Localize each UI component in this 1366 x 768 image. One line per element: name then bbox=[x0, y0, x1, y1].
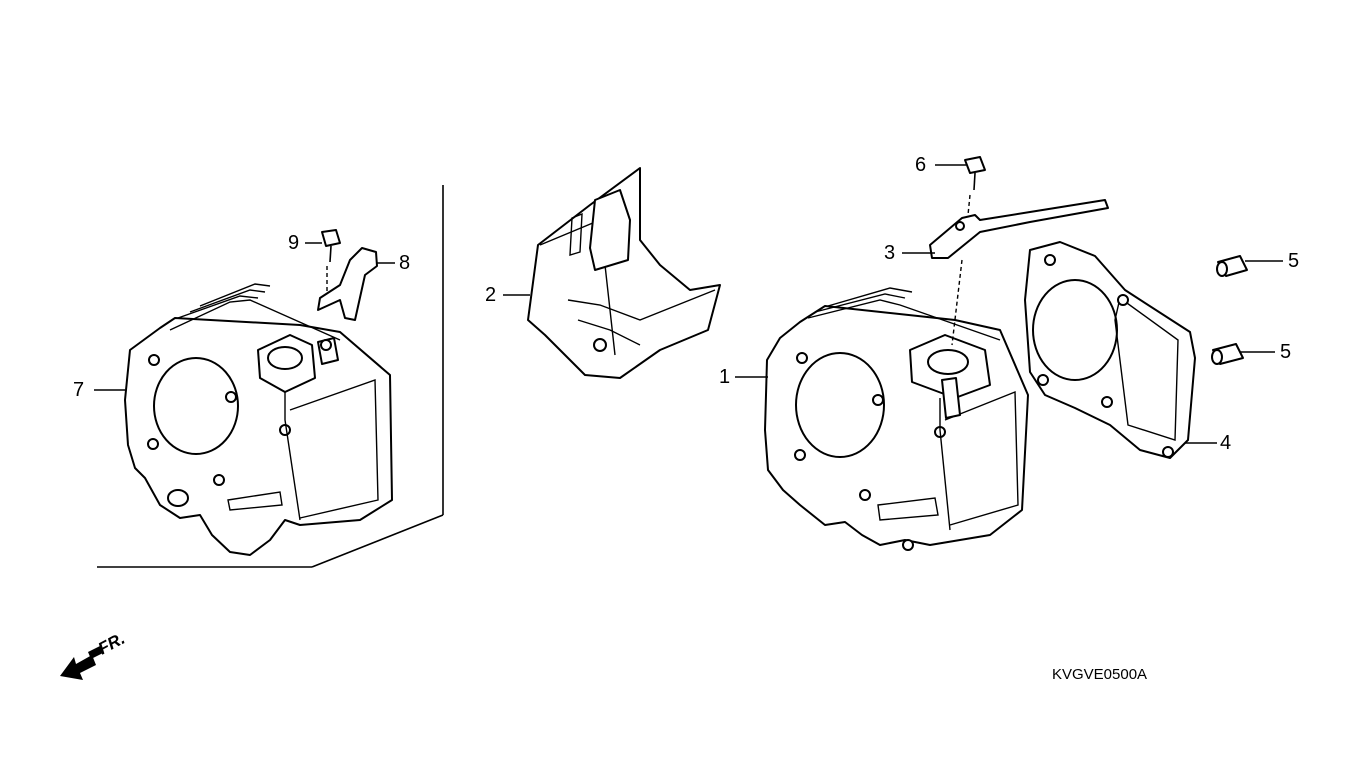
callout-7: 7 bbox=[73, 379, 85, 401]
gasket-4-drawing bbox=[1024, 241, 1196, 459]
callout-1: 1 bbox=[719, 366, 731, 388]
shroud-2-drawing bbox=[527, 167, 721, 379]
callout-4: 4 bbox=[1220, 432, 1232, 454]
callout-2: 2 bbox=[485, 284, 497, 306]
callout-8: 8 bbox=[399, 252, 411, 274]
callout-9: 9 bbox=[288, 232, 300, 254]
bolt-9-drawing bbox=[321, 229, 341, 300]
diagram-code: KVGVE0500A bbox=[1052, 666, 1148, 683]
dowel-5-upper-drawing bbox=[1216, 255, 1248, 277]
bracket-8-drawing bbox=[317, 247, 378, 321]
leader-lines bbox=[94, 164, 1283, 444]
callout-5-lower: 5 bbox=[1280, 341, 1292, 363]
cylinder-7-drawing bbox=[124, 283, 393, 556]
bolt-6-drawing bbox=[964, 156, 986, 216]
plate-3-drawing bbox=[929, 199, 1109, 259]
inset-frame bbox=[97, 185, 444, 568]
dowel-5-lower-drawing bbox=[1211, 343, 1244, 365]
callout-3: 3 bbox=[884, 242, 896, 264]
callout-5-upper: 5 bbox=[1288, 250, 1300, 272]
callout-6: 6 bbox=[915, 154, 927, 176]
cylinder-1-drawing bbox=[764, 259, 1029, 551]
front-direction-arrow-icon bbox=[60, 646, 103, 680]
